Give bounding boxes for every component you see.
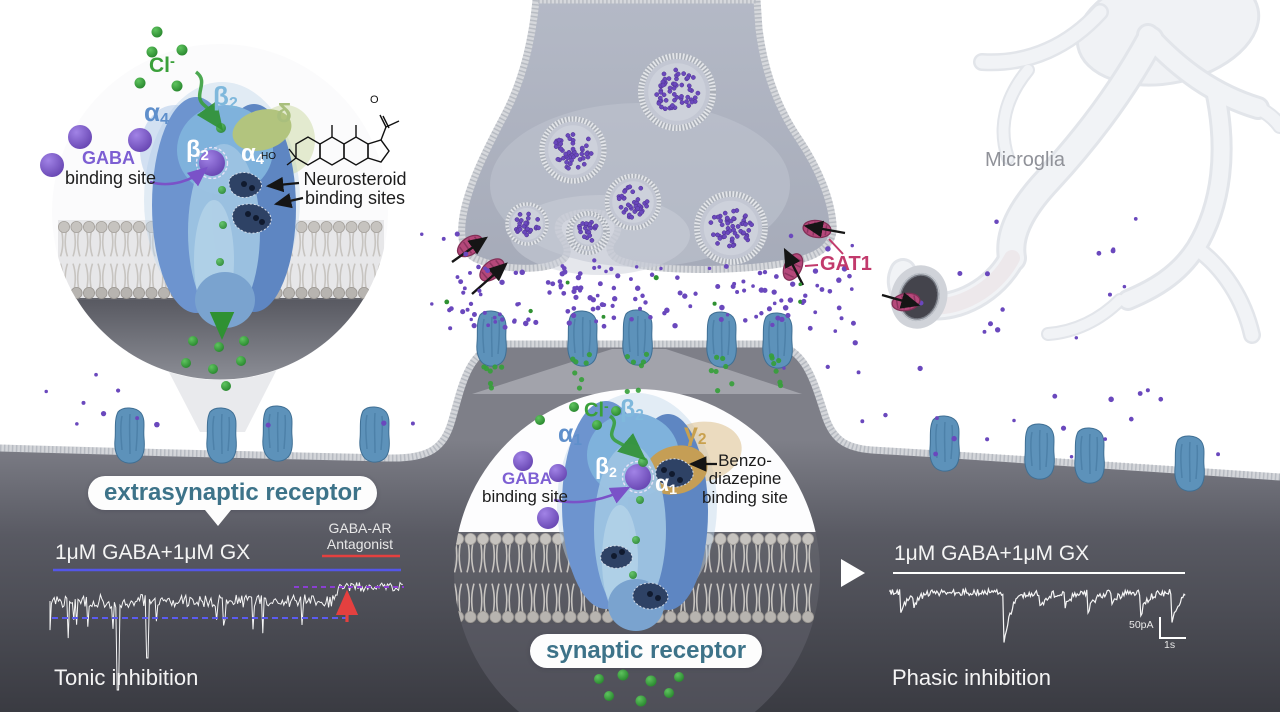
chloride-ions-exiting <box>594 669 684 707</box>
chloride-flow-arrow <box>608 414 647 461</box>
ketone-label: O <box>370 94 379 106</box>
alpha1-subunit-label: α1 <box>558 420 582 449</box>
extrasynaptic-receptor-inset <box>40 26 400 432</box>
current-scale-label: 50pA <box>1129 619 1154 631</box>
presynaptic-terminal <box>458 0 837 275</box>
membrane-receptors <box>114 309 1205 492</box>
chloride-label-extrasynaptic: Cl- <box>149 54 175 78</box>
chloride-label-synaptic: Cl- <box>584 398 609 422</box>
gaba-molecules <box>513 451 567 529</box>
alpha1-on-receptor-label: α1 <box>655 470 678 498</box>
microglia-cell <box>886 0 1280 344</box>
beta2-subunit-label-synaptic: β2 <box>620 395 644 424</box>
alpha4-subunit-label: α4 <box>144 97 169 129</box>
delta-subunit-label: δ <box>276 98 292 128</box>
phasic-inhibition-caption: Phasic inhibition <box>892 665 1051 690</box>
gaba-label-synaptic: GABA <box>502 469 553 488</box>
zoom-beam-center <box>472 349 802 394</box>
tonic-inhibition-caption: Tonic inhibition <box>54 665 199 690</box>
electrophysiology-traces <box>49 554 1186 691</box>
neurotransmitter-scatter <box>44 217 1221 459</box>
play-arrow-icon <box>841 559 865 587</box>
gaba-binding-arrow <box>149 166 208 187</box>
extrasynaptic-gabaa-receptor <box>140 82 315 328</box>
hydroxyl-label: HO <box>261 151 276 162</box>
alpha4-on-receptor-label: α4 <box>241 140 265 168</box>
gaba-label-extrasynaptic: GABA <box>82 148 135 168</box>
gat1-transporters <box>451 219 921 312</box>
beta2-subunit-label: β2 <box>213 81 238 113</box>
gat1-label: GAT1 <box>820 253 872 275</box>
microglia-label: Microglia <box>985 149 1066 171</box>
synaptic-gabaa-receptor <box>513 393 742 631</box>
synaptic-vesicles <box>505 52 768 265</box>
extrasynaptic-receptor-bubble: extrasynaptic receptor <box>88 476 378 510</box>
beta2-on-receptor-label: β2 <box>186 136 209 164</box>
neurosteroid-structure <box>286 114 400 166</box>
bubble-pointer <box>205 510 231 526</box>
gamma2-subunit-label: γ2 <box>684 419 707 448</box>
gat1-leader-lines <box>804 238 844 267</box>
gaba-binding-arrow <box>553 486 631 504</box>
neurosteroid-site-arrow-2 <box>273 193 304 209</box>
chloride-flow-arrow <box>194 70 224 131</box>
chloride-ions <box>535 402 621 430</box>
tonic-condition-label: 1μM GABA+1μM GX <box>55 541 251 564</box>
chloride-ions <box>134 26 249 391</box>
phasic-condition-label: 1μM GABA+1μM GX <box>894 542 1090 565</box>
gaba-molecules <box>40 125 152 177</box>
synaptic-receptor-bubble: synaptic receptor <box>530 634 763 668</box>
gaba-binding-site-label: binding site <box>65 168 157 188</box>
gaba-binding-site-label-synaptic: binding site <box>482 487 569 506</box>
beta2-on-receptor-label-synaptic: β2 <box>595 453 617 481</box>
time-scale-label: 1s <box>1164 639 1176 651</box>
neurosteroid-site-arrow-1 <box>265 176 300 193</box>
